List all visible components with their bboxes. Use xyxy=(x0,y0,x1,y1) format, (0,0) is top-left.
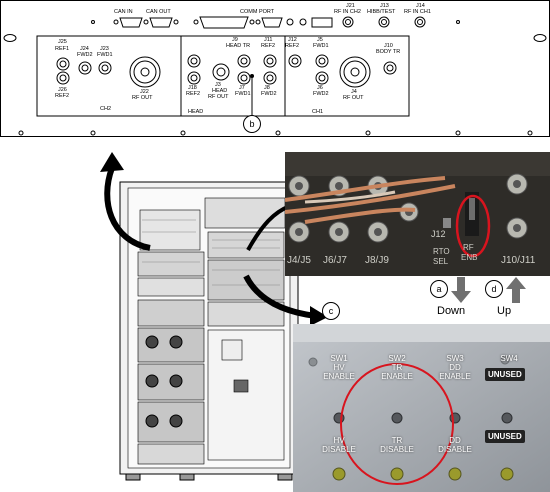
label-fwd1-head: FWD1 xyxy=(235,91,251,97)
label-fwd2-j6: FWD2 xyxy=(313,91,329,97)
label-rf-out-ch2: RF OUT xyxy=(132,95,153,101)
label-j13: J13 xyxy=(380,3,389,9)
photo-rf-connectors: J4/J5 J6/J7 J8/J9 J12 RTO SEL RF ENB J10… xyxy=(285,152,550,276)
label-ref2-ch2: REF2 xyxy=(55,93,70,99)
label-j3: J3 xyxy=(215,82,221,88)
unused-label-bottom: UNUSED xyxy=(485,430,525,443)
label-j9: J9 xyxy=(232,37,238,43)
label-hibb-test: HIBB/TEST xyxy=(367,9,396,15)
photo-label-j8-j9: J8/J9 xyxy=(365,255,389,266)
unused-label-top: UNUSED xyxy=(485,368,525,381)
label-ref1-ch2: REF1 xyxy=(55,46,70,52)
label-rf-in-ch2: RF IN CH2 xyxy=(334,9,361,15)
label-section-head: HEAD xyxy=(188,109,204,115)
callout-c: c xyxy=(322,302,340,320)
photo-label-j12: J12 xyxy=(431,229,446,239)
label-j4: J4 xyxy=(351,89,357,95)
sw4-label: SW4 xyxy=(500,354,518,363)
rear-panel-drawing: CAN IN CAN OUT COMM PORT J21 RF IN CH2 J… xyxy=(0,0,550,140)
rear-panel-outline xyxy=(0,0,550,137)
label-j8: J8 xyxy=(264,85,270,91)
label-rf-in-ch1: RF IN CH1 xyxy=(404,9,431,15)
photo-rf-connectors-art xyxy=(285,152,550,276)
label-comm-port: COMM PORT xyxy=(240,9,275,15)
label-j18: J18 xyxy=(188,85,197,91)
label-j23: J23 xyxy=(100,46,109,52)
sw3-label: SW3 DD ENABLE xyxy=(439,354,471,381)
label-section-ch2: CH2 xyxy=(100,106,112,112)
callout-a: a xyxy=(430,280,448,298)
label-fwd2-j8: FWD2 xyxy=(261,91,277,97)
sw2-label: SW2 TR ENABLE xyxy=(381,354,413,381)
label-fwd1-ch1: FWD1 xyxy=(313,43,329,49)
label-rf-out-head: RF OUT xyxy=(208,94,229,100)
label-can-in: CAN IN xyxy=(114,9,133,15)
label-j12: J12 xyxy=(288,37,297,43)
label-j10: J10 xyxy=(384,43,393,49)
photo-label-j10-j11: J10/J11 xyxy=(501,255,536,266)
hv-disable-label: HV DISABLE xyxy=(322,436,356,454)
photo-label-enb: ENB xyxy=(461,253,478,262)
photo-label-j6-j7: J6/J7 xyxy=(323,255,347,266)
label-j11: J11 xyxy=(264,37,273,43)
label-can-out: CAN OUT xyxy=(146,9,171,15)
photo-switch-panel: SW1 HV ENABLE SW2 TR ENABLE SW3 DD ENABL… xyxy=(293,324,550,492)
label-j7: J7 xyxy=(239,85,245,91)
label-head: HEAD xyxy=(212,88,228,94)
up-arrow-icon xyxy=(506,277,526,303)
callout-d: d xyxy=(485,280,503,298)
label-j6: J6 xyxy=(317,85,323,91)
photo-label-sel: SEL xyxy=(433,257,449,266)
sw1-label: SW1 HV ENABLE xyxy=(323,354,355,381)
label-body-tr: BODY TR xyxy=(376,49,401,55)
label-j26: J26 xyxy=(58,87,67,93)
switch-panel-art xyxy=(293,324,550,492)
label-ref2-j11: REF2 xyxy=(261,43,276,49)
photo-label-rf: RF xyxy=(463,243,474,252)
label-rf-out-ch1: RF OUT xyxy=(343,95,364,101)
label-fwd1-ch2: FWD1 xyxy=(97,52,113,58)
label-down: Down xyxy=(437,305,466,317)
label-j25: J25 xyxy=(58,39,67,45)
down-arrow-icon xyxy=(451,277,471,303)
label-j22: J22 xyxy=(140,89,149,95)
label-fwd2-ch2: FWD2 xyxy=(77,52,93,58)
photo-label-j4-j5: J4/J5 xyxy=(287,255,311,266)
label-ref2-head: REF2 xyxy=(186,91,201,97)
label-j5: J5 xyxy=(317,37,323,43)
label-head-tr: HEAD TR xyxy=(226,43,251,49)
label-j21: J21 xyxy=(346,3,355,9)
callout-b: b xyxy=(243,115,261,133)
label-j14: J14 xyxy=(416,3,425,9)
tr-disable-label: TR DISABLE xyxy=(380,436,414,454)
label-ref2-j12: REF2 xyxy=(285,43,300,49)
label-j24: J24 xyxy=(80,46,89,52)
dd-disable-label: DD DISABLE xyxy=(438,436,472,454)
photo-label-rto: RTO xyxy=(433,247,450,256)
label-section-ch1: CH1 xyxy=(312,109,324,115)
label-up: Up xyxy=(497,305,512,317)
